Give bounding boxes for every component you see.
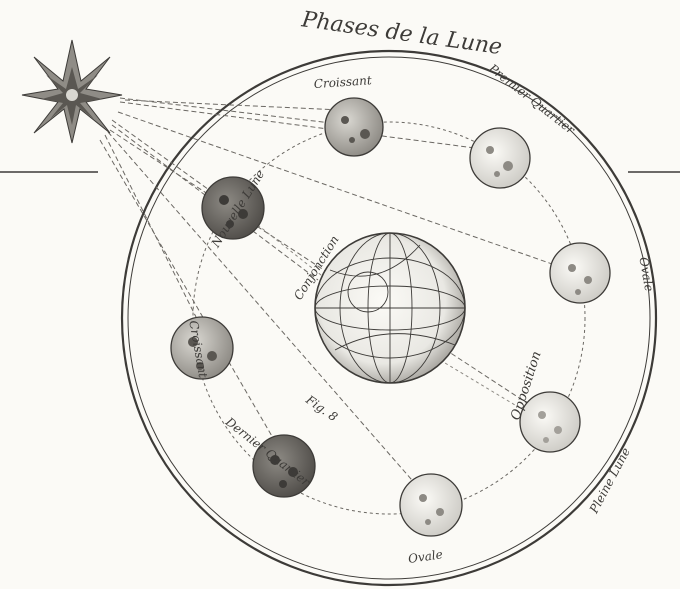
label-croissant-top: Croissant [313, 73, 372, 91]
label-premier-quartier: Premier Quartier [485, 61, 578, 138]
label-fig: Fig. 8 [303, 392, 341, 424]
sun-star [22, 40, 122, 143]
label-ovale-right: Ovale [636, 256, 656, 293]
earth-globe [315, 233, 465, 383]
moon-croissant-top [325, 98, 383, 156]
moon-ovale-right [550, 243, 610, 303]
moon-premier-quartier [470, 128, 530, 188]
label-ovale-bottom: Ovale [407, 547, 443, 566]
moon-ovale-bottom [400, 474, 462, 536]
